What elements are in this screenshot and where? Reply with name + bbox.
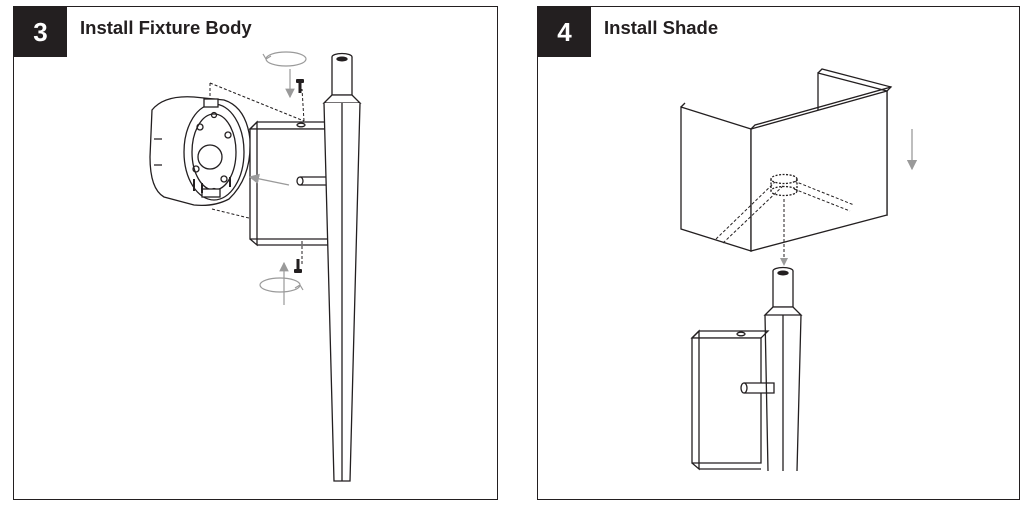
shade-icon bbox=[680, 68, 893, 252]
step-4-title: Install Shade bbox=[604, 17, 719, 38]
rotate-arrow-icon bbox=[262, 51, 307, 99]
step-3-panel: 3 Install Fixture Body bbox=[13, 6, 498, 500]
step-4-number-badge: 4 bbox=[538, 7, 591, 57]
step-4-panel: 4 Install Shade bbox=[537, 6, 1020, 500]
fixture-stem-icon bbox=[763, 266, 803, 472]
backplate-icon bbox=[690, 329, 775, 471]
rotate-arrow-icon bbox=[259, 261, 304, 305]
mounting-plate-icon bbox=[248, 120, 346, 247]
junction-box-icon bbox=[149, 96, 251, 207]
step-3-illustration bbox=[149, 51, 362, 482]
step-3-title: Install Fixture Body bbox=[80, 17, 252, 38]
step-4-illustration bbox=[680, 68, 918, 472]
fixture-stem-icon bbox=[322, 52, 362, 482]
direction-arrow-icon bbox=[248, 173, 290, 186]
step-3-number-badge: 3 bbox=[14, 7, 67, 57]
screw-icon bbox=[296, 79, 304, 93]
screw-icon bbox=[294, 259, 302, 273]
